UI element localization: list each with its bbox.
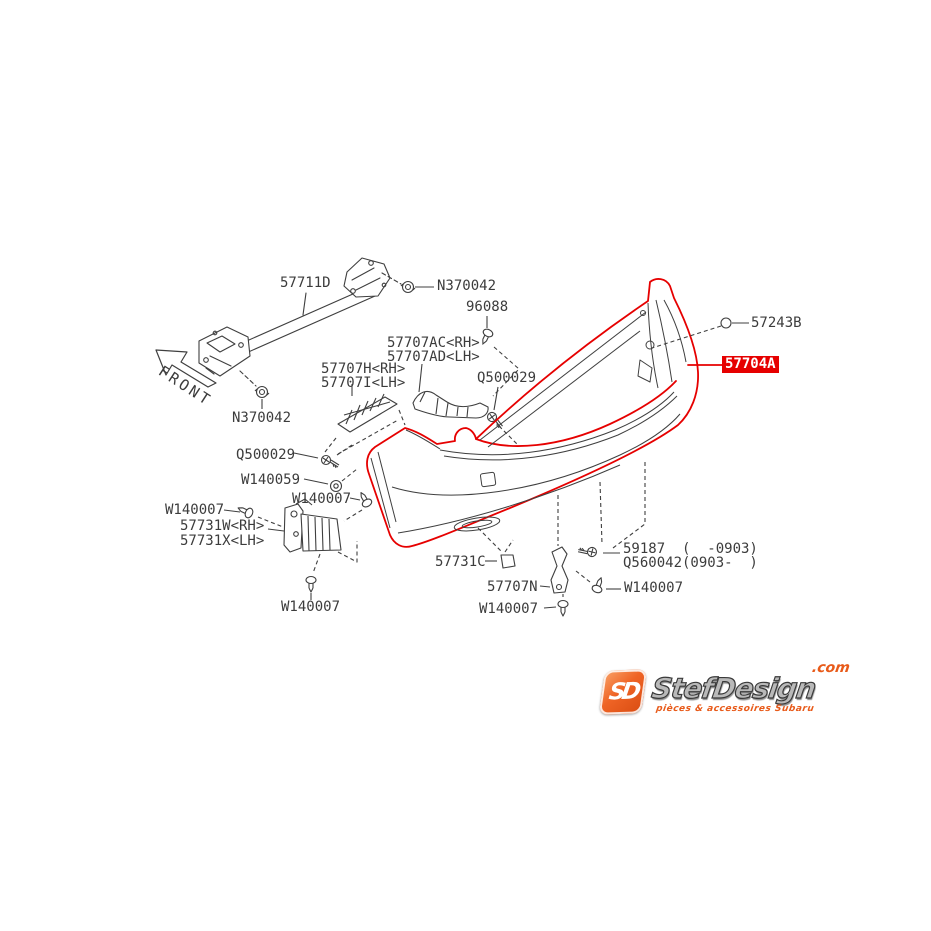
part-label-w140007-right: W140007 [624, 580, 684, 596]
part-label-57731w: 57731W<RH> [180, 518, 265, 534]
part-label-w140007-bottom: W140007 [479, 601, 539, 617]
part-label-57711d: 57711D [280, 275, 331, 291]
part-label-57707ac: 57707AC<RH> [387, 335, 480, 351]
part-label-57731x: 57731X<LH> [180, 533, 265, 549]
part-label-57731c: 57731C [435, 554, 486, 570]
front-arrow-icon [155, 349, 217, 388]
part-label-57707h: 57707H<RH> [321, 361, 406, 377]
part-label-57707i: 57707I<LH> [321, 375, 406, 391]
nut-n370042-bottom [254, 385, 270, 409]
logo-tld-text: .com [810, 660, 851, 676]
part-label-n370042-top: N370042 [437, 278, 497, 294]
part-label-59187: 59187 ( -0903) [623, 541, 758, 557]
bracket-57707ac-drawing [412, 363, 518, 445]
part-label-96088: 96088 [466, 299, 509, 315]
clip-96088-drawing [477, 316, 520, 397]
part-label-n370042-bottom: N370042 [232, 410, 292, 426]
stefdesign-logo-icon: SD [598, 669, 648, 715]
bumper-inner-lines [370, 299, 687, 534]
part-label-q560042: Q560042(0903- ) [623, 555, 758, 571]
part-label-57704a-highlighted: 57704A [722, 356, 779, 373]
logo-brand-text: StefDesign [649, 671, 818, 705]
logo-tagline-text: pièces & accessoires Subaru [655, 704, 815, 714]
part-label-w140007-mid: W140007 [292, 491, 352, 507]
bracket-57707h-drawing [324, 384, 406, 455]
part-label-q500029-top: Q500029 [477, 370, 537, 386]
pin-57243b-drawing [651, 317, 749, 349]
bumper-red-outline [366, 278, 723, 548]
part-label-w140007-left: W140007 [165, 502, 225, 518]
part-label-57707n: 57707N [487, 579, 538, 595]
stefdesign-logo: SD StefDesign .com pièces & accessoires … [596, 660, 876, 726]
part-label-q500029-left: Q500029 [236, 447, 296, 463]
part-label-57707ad: 57707AD<LH> [387, 349, 480, 365]
part-label-57243b: 57243B [751, 315, 802, 331]
left-fasteners-drawing [223, 444, 374, 600]
nut-n370042-top [400, 280, 434, 294]
crossmember-drawing [198, 257, 402, 387]
logo-monogram: SD [607, 678, 639, 706]
bottom-parts-drawing [477, 462, 646, 617]
part-label-w140007-bottomleft: W140007 [281, 599, 341, 615]
part-label-w140059: W140059 [241, 472, 301, 488]
